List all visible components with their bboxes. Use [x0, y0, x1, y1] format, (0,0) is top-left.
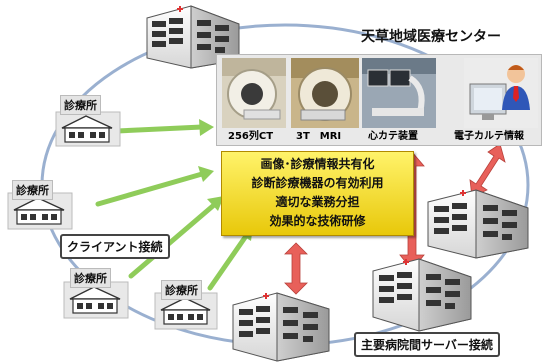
clinic-label-3: 診療所	[70, 268, 111, 288]
server-connection-callout: 主要病院間サーバー接続	[354, 332, 500, 357]
clinic-house-1	[55, 111, 121, 147]
hospital-building-right	[427, 189, 529, 259]
hospital-building-bottom-center	[372, 258, 472, 332]
client-connection-callout: クライアント接続	[60, 234, 170, 259]
center-name-title: 天草地域医療センター	[361, 29, 501, 45]
equipment-label-cath: 心カテ装置	[368, 131, 418, 142]
clinic-label-4: 診療所	[161, 280, 202, 300]
cardiac-catheter-photo	[362, 58, 436, 128]
ehr-computer-user-photo	[464, 58, 538, 128]
goal-item: 診断診療機器の有効利用	[251, 176, 384, 190]
ct-scanner-photo	[222, 58, 286, 128]
equipment-label-ct: 256列CT	[228, 131, 274, 142]
mri-scanner-photo	[291, 58, 359, 128]
hospital-building-bottom-left	[232, 292, 330, 362]
clinic-label-2: 診療所	[12, 180, 53, 200]
clinic-house-3	[63, 281, 129, 319]
goal-item: 画像･診療情報共有化	[260, 157, 375, 171]
hospital-building-top-left	[146, 5, 240, 69]
equipment-label-mri: 3T MRI	[296, 131, 342, 142]
clinic-label-1: 診療所	[60, 95, 101, 115]
client-arrows	[95, 124, 249, 291]
goals-panel: 画像･診療情報共有化 診断診療機器の有効利用 適切な業務分担 効果的な技術研修	[221, 151, 414, 236]
goal-item: 効果的な技術研修	[269, 214, 366, 228]
equipment-label-ehr: 電子カルテ情報	[454, 131, 524, 142]
goal-item: 適切な業務分担	[275, 195, 360, 209]
